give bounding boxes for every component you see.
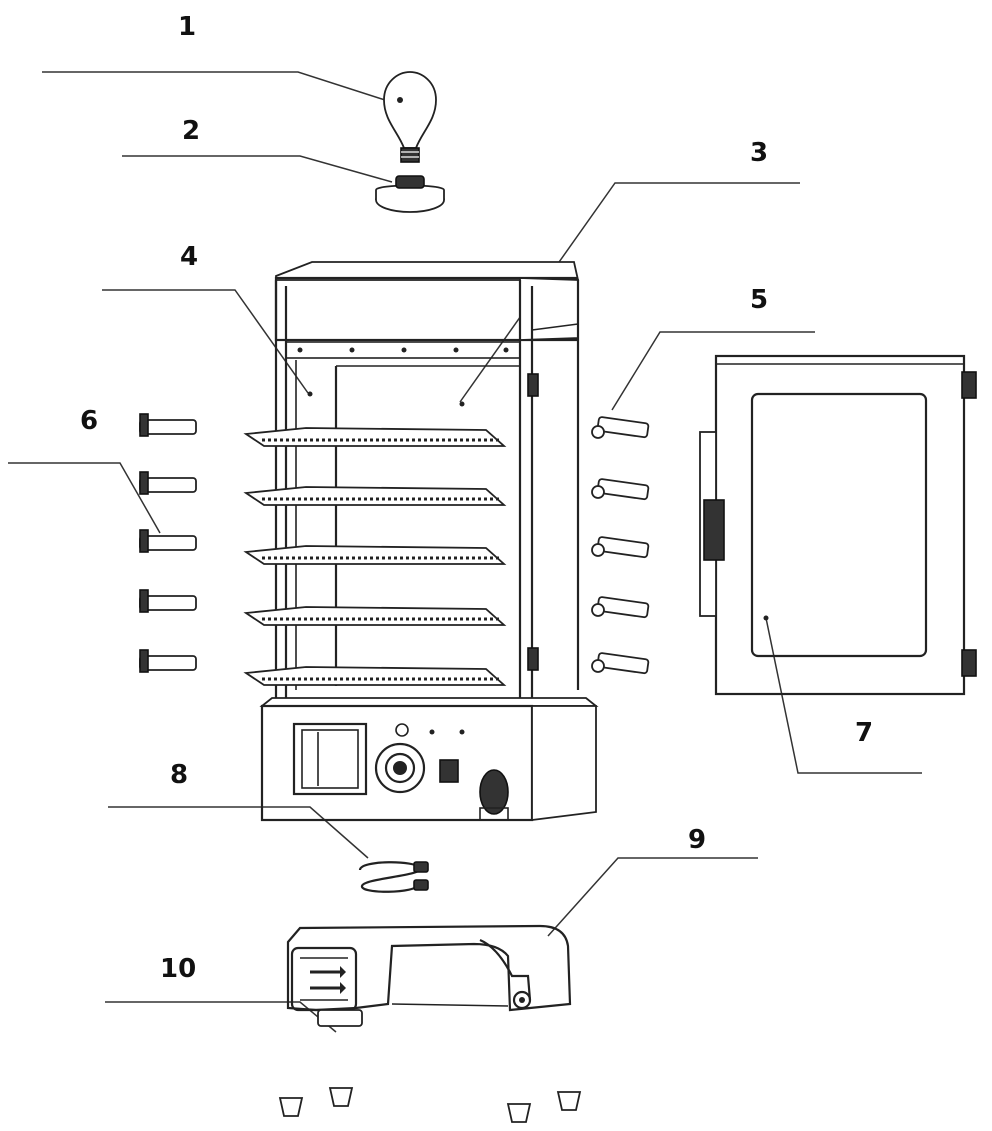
- lamp-socket-icon: [375, 175, 445, 213]
- right-brackets: [591, 416, 650, 675]
- callout-7: 7: [855, 718, 874, 748]
- feet: [278, 1087, 582, 1123]
- leader-lines: [8, 71, 922, 1033]
- callout-9: 9: [688, 825, 707, 855]
- light-bulb-icon: [383, 71, 437, 163]
- callout-10: 10: [160, 954, 197, 984]
- tank-base: [286, 924, 572, 1027]
- callout-1: 1: [178, 12, 197, 42]
- callout-3: 3: [750, 138, 769, 168]
- callout-8: 8: [170, 760, 189, 790]
- callout-6: 6: [80, 406, 99, 436]
- left-brackets: [139, 413, 197, 673]
- trays: [243, 427, 507, 686]
- door: [699, 354, 977, 696]
- base-unit: [259, 697, 599, 822]
- callout-5: 5: [750, 285, 769, 315]
- callout-2: 2: [182, 116, 201, 146]
- power-cord-icon: [358, 861, 429, 893]
- cabinet-body: [274, 261, 580, 700]
- callout-4: 4: [180, 242, 199, 272]
